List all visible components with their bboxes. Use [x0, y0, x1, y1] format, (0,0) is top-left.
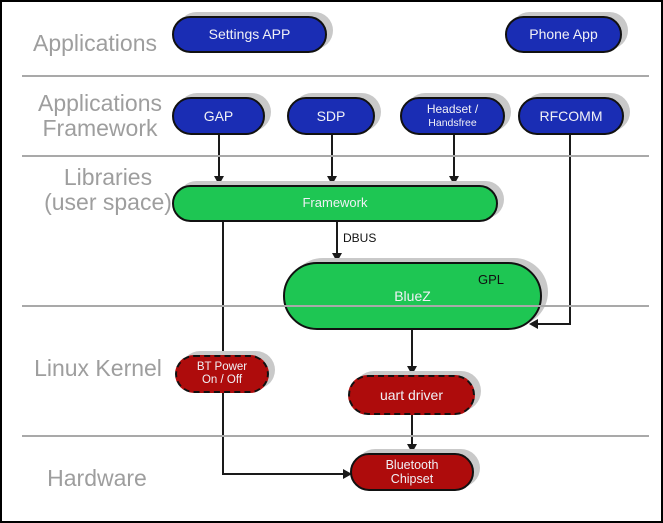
- dbus-edge-label: DBUS: [343, 231, 377, 245]
- arrowhead-sdp-framework: [327, 176, 337, 185]
- node-label-line2: Chipset: [390, 472, 434, 486]
- layer-label-line: Libraries: [63, 164, 153, 190]
- layer-label-line: Applications: [37, 90, 163, 116]
- node-label: Phone App: [529, 26, 598, 43]
- arrowhead-rfcomm-bluez: [529, 319, 538, 329]
- node-bluetooth-chipset: Bluetooth Chipset: [350, 453, 474, 491]
- edge-gap-to-framework: [218, 135, 220, 180]
- node-label: Framework: [302, 195, 368, 211]
- arrowhead-dbus-bluez: [332, 253, 342, 262]
- divider-applications: [22, 75, 649, 77]
- arrowhead-bluez-uart: [407, 366, 417, 375]
- layer-label-libraries-user-space: Libraries (user space): [10, 165, 206, 215]
- node-sdp: SDP: [287, 97, 375, 135]
- node-bluez: BlueZ: [283, 262, 542, 330]
- layer-label-line: (user space): [44, 189, 172, 215]
- divider-applications-framework: [22, 155, 649, 157]
- node-label-line1: Headset /: [426, 102, 479, 117]
- node-label: BlueZ: [394, 287, 431, 304]
- arrowhead-headset-framework: [449, 176, 459, 185]
- layer-label-linux-kernel: Linux Kernel: [18, 356, 178, 381]
- layer-label-line: Linux Kernel: [34, 355, 162, 381]
- edge-bluez-to-uart: [411, 330, 413, 370]
- node-rfcomm: RFCOMM: [518, 97, 624, 135]
- edge-rfcomm-to-bluez-horizontal: [534, 323, 571, 325]
- node-label-line2: On / Off: [201, 374, 243, 386]
- divider-linux-kernel: [22, 435, 649, 437]
- node-phone-app: Phone App: [505, 16, 622, 53]
- layer-label-line: Hardware: [47, 465, 147, 491]
- node-label-line1: BT Power: [196, 360, 248, 373]
- arrowhead-gap-framework: [214, 176, 224, 185]
- layer-label-applications: Applications: [20, 31, 170, 56]
- edge-headset-to-framework: [453, 135, 455, 180]
- node-headset-handsfree: Headset / Handsfree: [400, 97, 505, 135]
- node-uart-driver: uart driver: [348, 375, 475, 415]
- node-label: GAP: [203, 107, 234, 124]
- layer-label-line: Framework: [42, 115, 158, 141]
- node-label-line2: Handsfree: [428, 116, 477, 129]
- gpl-badge: GPL: [478, 272, 505, 287]
- node-settings-app: Settings APP: [172, 16, 327, 53]
- edge-rfcomm-to-bluez-vertical: [569, 135, 571, 325]
- arrowhead-power-chipset: [343, 469, 352, 479]
- layer-label-applications-framework: Applications Framework: [20, 91, 180, 141]
- node-label: Settings APP: [208, 26, 291, 43]
- layer-label-line: Applications: [32, 30, 158, 56]
- node-framework: Framework: [172, 185, 498, 222]
- edge-uart-to-chipset: [411, 415, 413, 448]
- divider-libraries: [22, 305, 649, 307]
- node-label: uart driver: [379, 386, 444, 403]
- node-label-line1: Bluetooth: [385, 457, 439, 472]
- node-label: RFCOMM: [539, 107, 603, 124]
- edge-framework-to-chipset-horizontal: [222, 473, 346, 475]
- arrowhead-uart-chipset: [407, 444, 417, 453]
- edge-framework-to-chipset-vertical: [222, 222, 224, 475]
- edge-framework-to-bluez-dbus: [336, 222, 338, 256]
- node-label: SDP: [316, 107, 346, 124]
- layer-label-hardware: Hardware: [24, 466, 170, 491]
- node-gap: GAP: [172, 97, 265, 135]
- node-bt-power-on-off: BT Power On / Off: [175, 355, 269, 393]
- edge-sdp-to-framework: [331, 135, 333, 180]
